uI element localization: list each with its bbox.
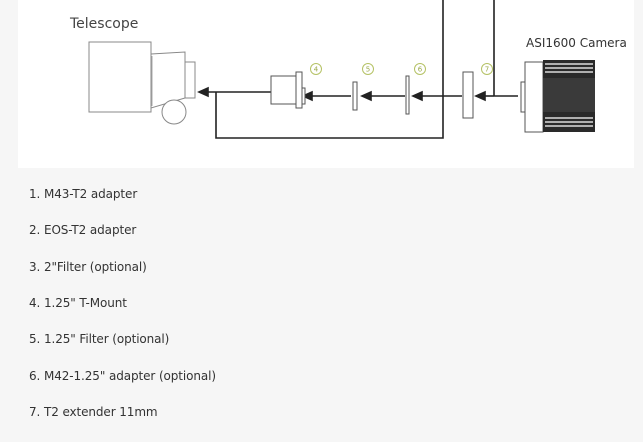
path-arrows [197,86,494,102]
marker-6-circle [414,63,426,75]
adapter-diagram: 4 5 6 7 Telescope ASI1600 Camera [18,0,634,168]
marker-6: 6 [418,66,423,74]
connection-lines [215,0,518,139]
marker-4-circle [310,63,322,75]
marker-5-circle [362,63,374,75]
marker-4: 4 [314,66,319,74]
diagram-drawing: 4 5 6 7 [88,0,595,139]
list-item: 7. T2 extender 11mm [29,405,158,419]
list-item: 5. 1.25" Filter (optional) [29,332,170,346]
list-item: 2. EOS-T2 adapter [29,223,137,237]
part-7-extender [462,71,474,119]
telescope-drawing [88,41,196,125]
marker-7-circle [481,63,493,75]
camera-label: ASI1600 Camera [526,36,627,50]
list-item: 1. M43-T2 adapter [29,187,138,201]
telescope-label: Telescope [70,16,139,32]
list-item: 3. 2"Filter (optional) [29,260,147,274]
camera-drawing [520,60,595,133]
part-6-adapter [405,75,410,115]
parts-list: 1. M43-T2 adapter 2. EOS-T2 adapter 3. 2… [0,170,643,442]
list-item: 6. M42-1.25" adapter (optional) [29,369,216,383]
marker-5: 5 [366,66,370,74]
part-5-filter [352,81,358,111]
list-item: 4. 1.25" T-Mount [29,296,127,310]
marker-7: 7 [485,66,489,74]
part-4-t-mount [270,71,306,109]
